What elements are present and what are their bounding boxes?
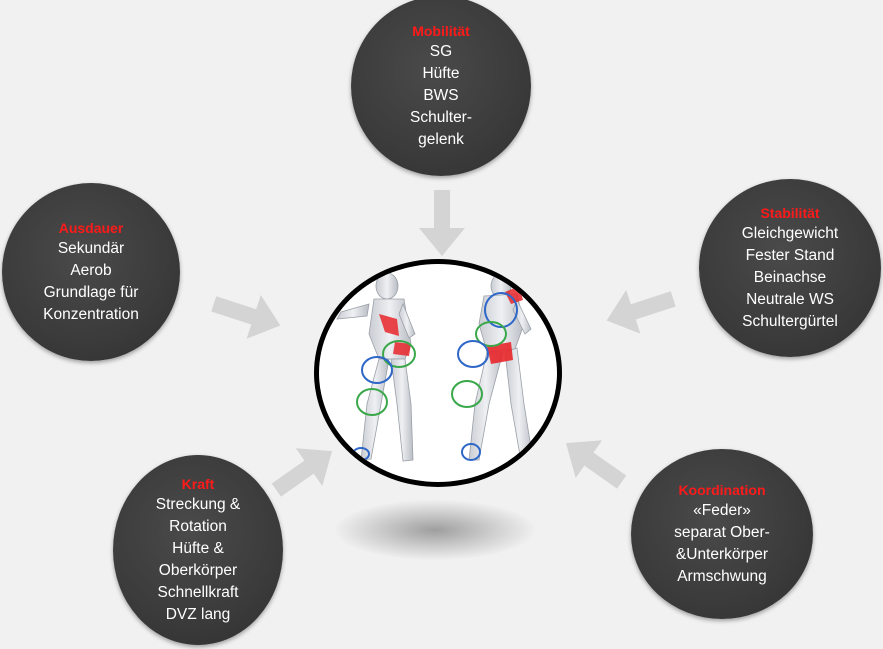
arrow-left-icon [606, 289, 676, 334]
bubble-stabilitaet: Stabilität Gleichgewicht Fester Stand Be… [699, 179, 881, 357]
ring-green-hip-left [382, 340, 416, 368]
bubble-line: &Unterkörper [675, 546, 769, 563]
muscle-right-glute [487, 342, 513, 364]
bubble-line: DVZ lang [165, 606, 231, 623]
bubble-line: gelenk [418, 131, 464, 148]
muscle-left-upper [379, 314, 399, 336]
bubble-line: Hüfte & [172, 540, 224, 557]
bubble-kraft: Kraft Streckung & Rotation Hüfte & Oberk… [113, 455, 283, 645]
ring-blue-hip-right [457, 340, 489, 368]
golfer-body-illustration-icon [336, 272, 534, 462]
bubble-line: Armschwung [677, 568, 767, 585]
bubble-line: Schulter- [409, 109, 473, 126]
bubble-line: Rotation [169, 518, 227, 535]
bubble-title-stabilitaet: Stabilität [760, 205, 820, 221]
bubble-line: Grundlage für [43, 284, 139, 301]
bubble-line: Konzentration [43, 306, 139, 323]
ring-blue-foot-right [461, 443, 481, 461]
arrow-up-left-icon [565, 440, 627, 489]
bubble-line: SG [429, 43, 453, 60]
bubble-title-ausdauer: Ausdauer [58, 220, 124, 236]
bubble-line: Neutrale WS [746, 291, 834, 308]
bubble-line: Gleichgewicht [741, 225, 839, 242]
ring-blue-hip-left [361, 356, 393, 384]
bubble-line: Hüfte [422, 65, 460, 82]
arrow-up-right-icon [271, 448, 333, 497]
arrow-down-icon [419, 190, 465, 256]
arrow-right-icon [211, 294, 281, 339]
bubble-line: Beinachse [753, 269, 827, 286]
bubble-line: Sekundär [57, 240, 125, 257]
bubble-line: separat Ober- [674, 524, 770, 541]
ring-green-waist-right [475, 321, 507, 347]
bubble-line: «Feder» [693, 502, 751, 519]
ring-green-knee-left [356, 388, 388, 416]
ring-green-knee-right [451, 380, 483, 408]
center-illustration [314, 259, 562, 487]
bubble-title-kraft: Kraft [181, 476, 215, 492]
bubble-line: Streckung & [155, 496, 241, 513]
bubble-line: Schnellkraft [157, 584, 239, 601]
bubble-ausdauer: Ausdauer Sekundär Aerob Grundlage für Ko… [2, 183, 180, 361]
muscle-left-hip [393, 342, 411, 356]
bubble-line: Schultergürtel [742, 313, 838, 330]
bubble-title-koordination: Koordination [678, 482, 766, 498]
center-shadow [335, 500, 535, 560]
bubble-title-mobilitaet: Mobilität [412, 23, 470, 39]
bubble-line: Oberkörper [158, 562, 238, 579]
bubble-line: Aerob [70, 262, 112, 279]
bubble-mobilitaet: Mobilität SG Hüfte BWS Schulter- gelenk [351, 0, 531, 176]
ring-blue-shoulder-right [484, 292, 518, 328]
bubble-line: BWS [423, 87, 459, 104]
figure-right [468, 273, 534, 462]
bubble-line: Fester Stand [745, 247, 835, 264]
bubble-koordination: Koordination «Feder» separat Ober- &Unte… [631, 449, 813, 619]
